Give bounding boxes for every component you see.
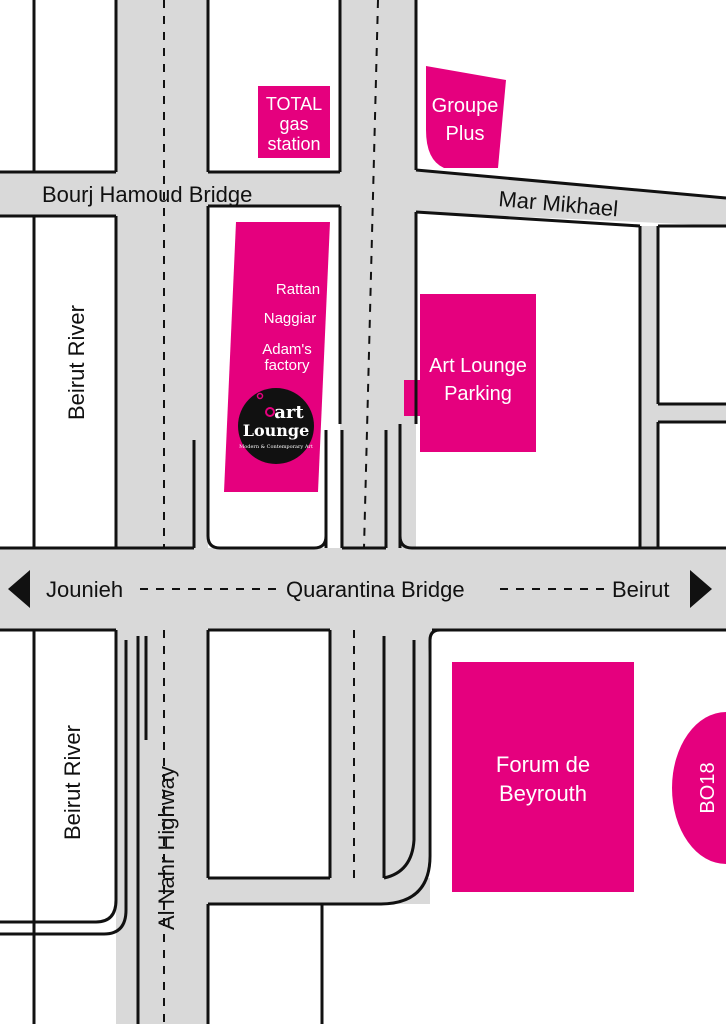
east-side-street	[640, 226, 658, 548]
beirut-river-bottom-label: Beirut River	[60, 725, 85, 840]
al-nahr-highway-south	[116, 630, 208, 1024]
logo-dot-large	[265, 407, 275, 417]
bo18-label: BO18	[697, 762, 719, 813]
logo-tagline: Modern & Contemporary Art	[239, 444, 313, 450]
bo18-block	[672, 712, 726, 864]
logo-circle	[238, 388, 314, 464]
al-nahr-highway-label: Al Nahr Highway	[154, 766, 179, 930]
total-gas-station: TOTAL gas station	[266, 94, 322, 154]
adams-line1: Adam's	[262, 341, 312, 358]
parking-entrance	[404, 380, 424, 416]
parking-line2: Parking	[444, 383, 512, 405]
total-line1: TOTAL	[266, 94, 322, 114]
groupe-line2: Plus	[446, 123, 485, 145]
central-intersection	[340, 172, 416, 212]
quarantina-bridge-label: Quarantina Bridge	[286, 577, 465, 602]
central-avenue-north	[340, 0, 416, 548]
logo-dot-small	[256, 392, 264, 400]
forum-de-beyrouth: Forum de Beyrouth	[496, 752, 590, 806]
groupe-line1: Groupe	[432, 95, 499, 117]
east-cross-street	[658, 404, 726, 422]
art-lounge-logo: art Lounge Modern & Contemporary Art	[238, 388, 314, 464]
quarantina-bridge-road	[0, 548, 726, 630]
art-lounge-building: Rattan Naggiar Adam's factory	[262, 281, 320, 374]
central-avenue-south	[330, 630, 418, 902]
arrow-right-icon	[690, 570, 712, 608]
art-lounge-parking: Art Lounge Parking	[429, 355, 527, 405]
total-line3: station	[267, 134, 320, 154]
parking-line1: Art Lounge	[429, 355, 527, 377]
bourj-hamoud-bridge-label: Bourj Hamoud Bridge	[42, 182, 252, 207]
beirut-label: Beirut	[612, 577, 669, 602]
forum-line2: Beyrouth	[499, 781, 587, 806]
naggiar-label: Naggiar	[264, 310, 317, 327]
groupe-plus-block	[426, 66, 506, 168]
total-line2: gas	[279, 114, 308, 134]
adams-line2: factory	[264, 357, 310, 374]
mar-mikhael-road	[416, 170, 726, 226]
groupe-plus: Groupe Plus	[432, 95, 499, 145]
art-lounge-parking-block	[420, 294, 536, 452]
bourj-hamoud-bridge-road	[0, 172, 116, 216]
lane-dashes	[140, 0, 606, 1024]
forum-line1: Forum de	[496, 752, 590, 777]
beirut-river-top-label: Beirut River	[64, 305, 89, 420]
logo-word-art: art	[274, 402, 304, 423]
rattan-label: Rattan	[276, 281, 320, 298]
total-gas-station-block	[258, 86, 330, 158]
jounieh-label: Jounieh	[46, 577, 123, 602]
logo-word-lounge: Lounge	[243, 421, 310, 440]
forum-de-beyrouth-block	[452, 662, 634, 892]
arrow-left-icon	[8, 570, 30, 608]
